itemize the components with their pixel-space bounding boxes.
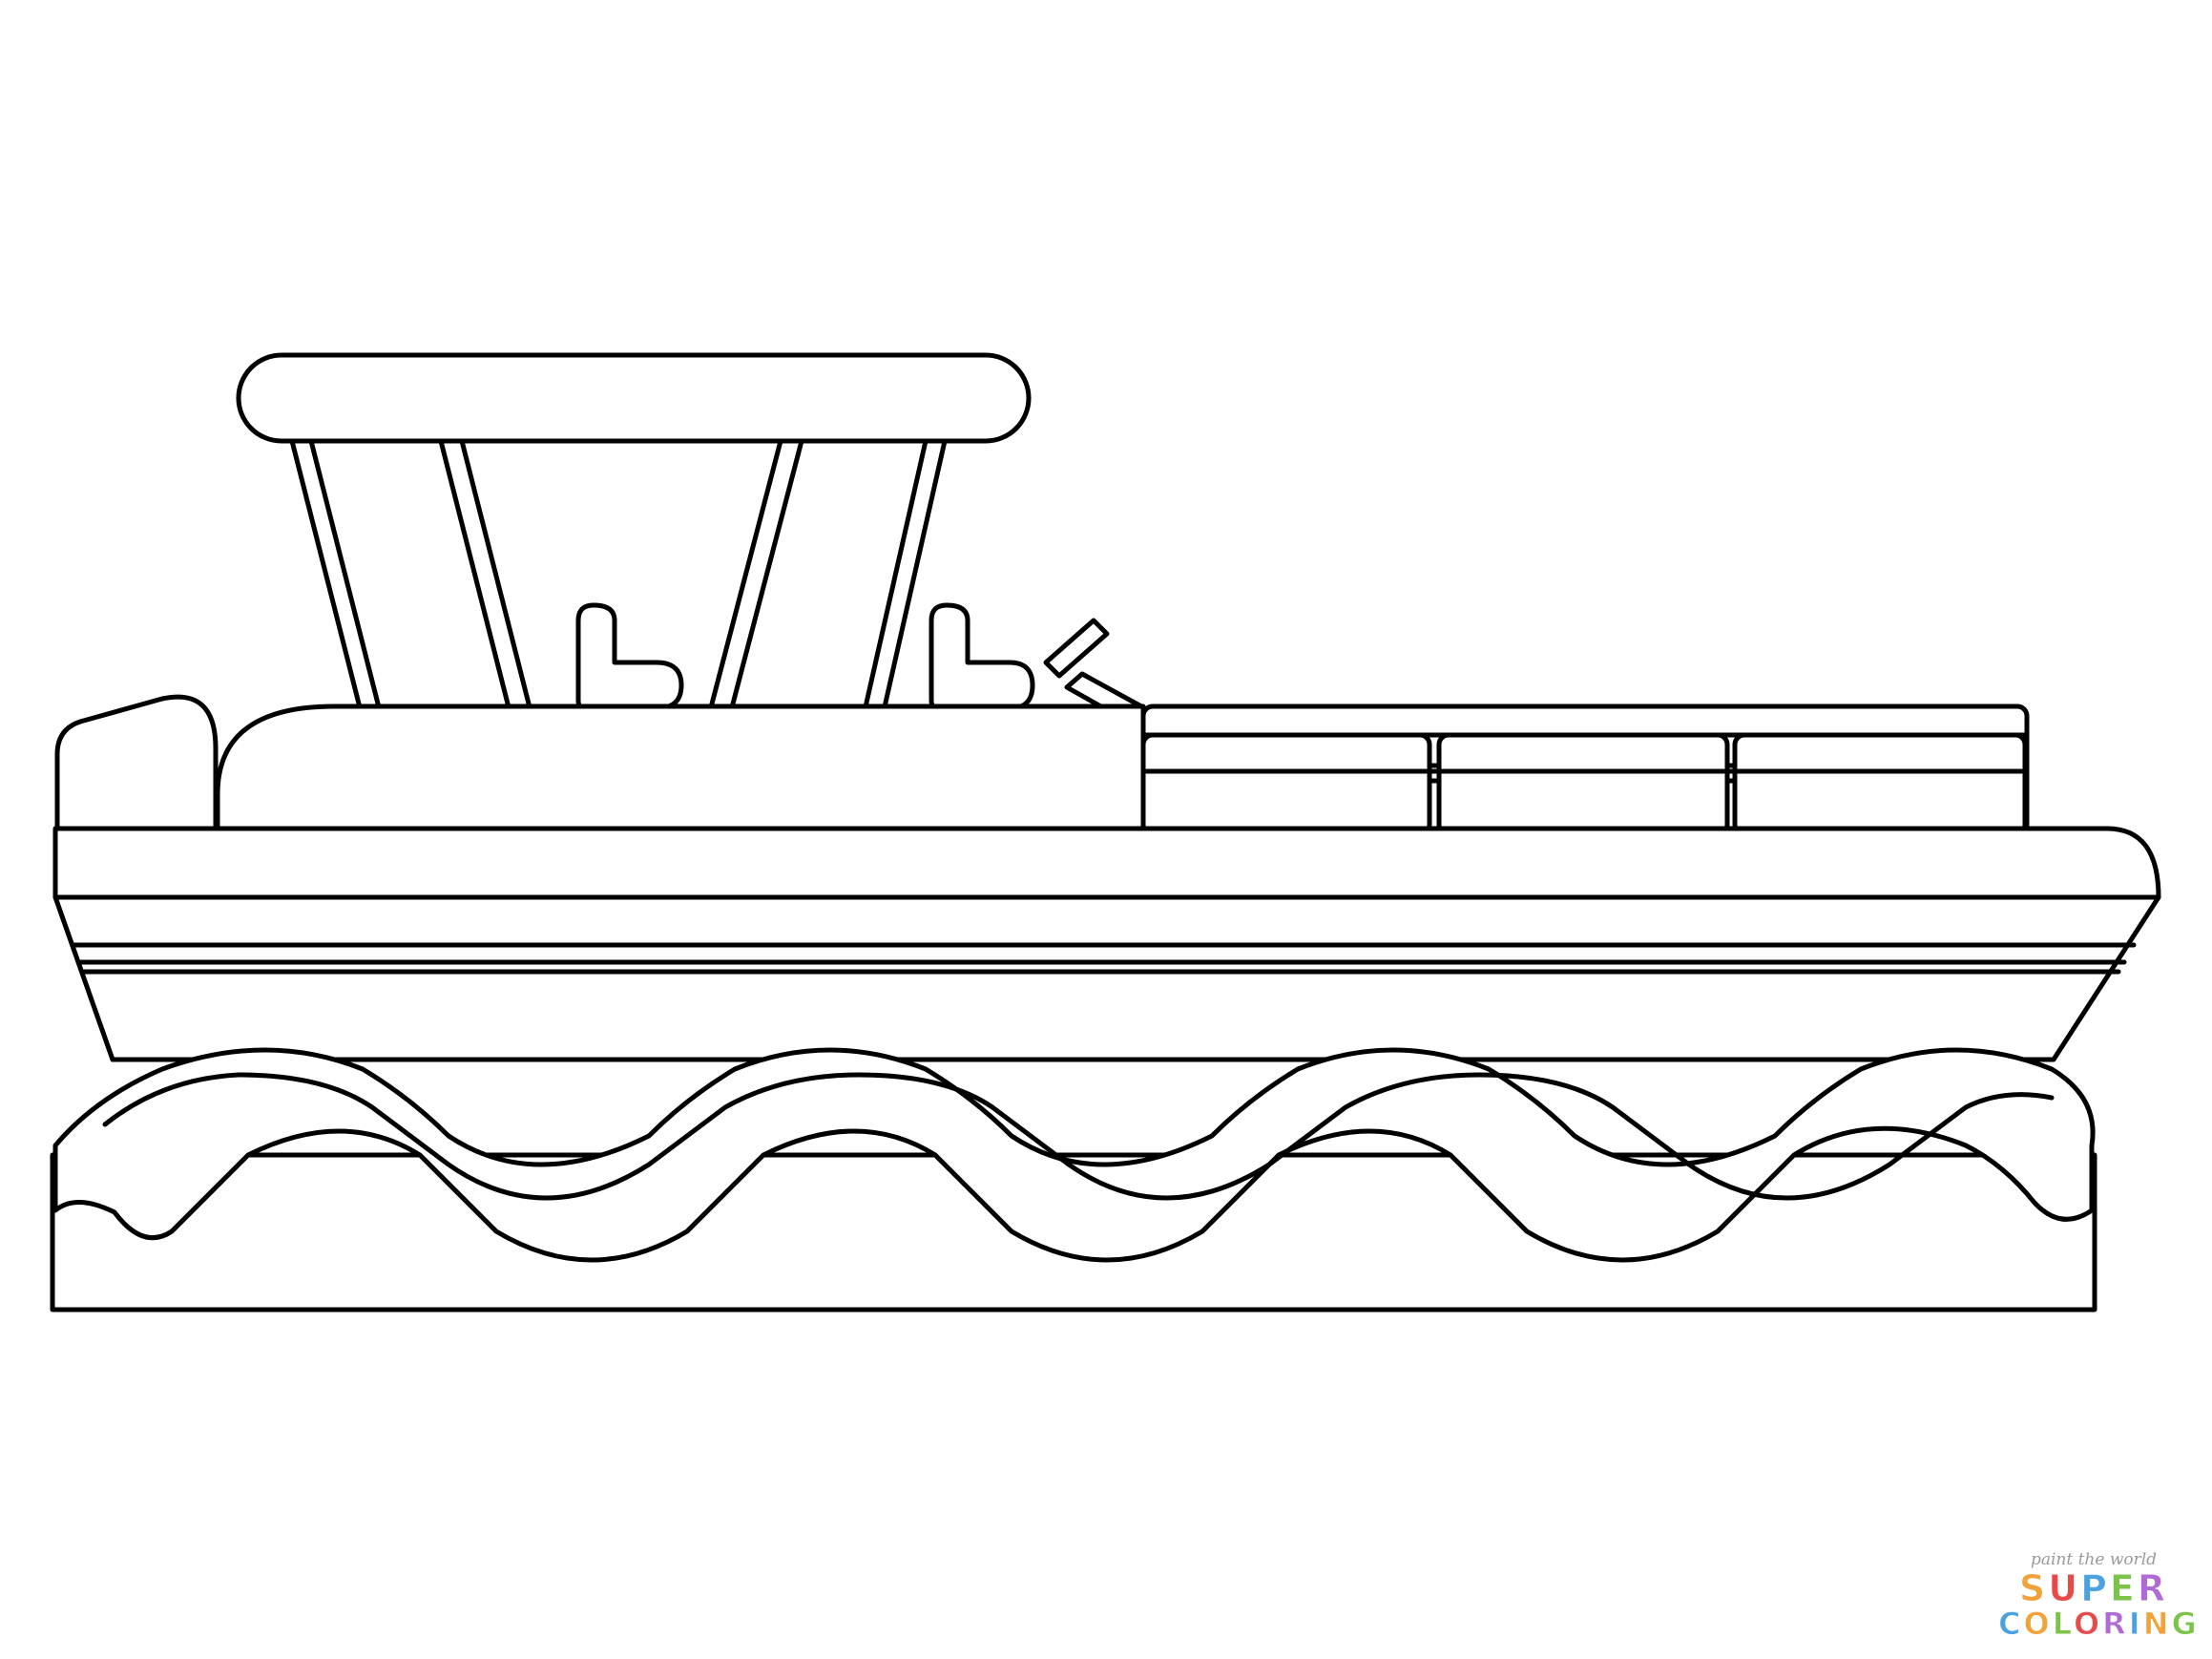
logo-word-coloring: COLORING bbox=[1997, 1606, 2200, 1643]
super-coloring-logo: paint the world SUPER COLORING bbox=[1997, 1550, 2200, 1643]
canopy-roof bbox=[236, 352, 1032, 444]
seat-right bbox=[929, 602, 1035, 711]
deck-railing bbox=[1140, 704, 2030, 837]
logo-tagline: paint the world bbox=[2030, 1550, 2158, 1569]
boat-hull bbox=[52, 826, 2161, 1062]
motor-cowl bbox=[54, 694, 219, 831]
water-waves bbox=[50, 1047, 2097, 1312]
canopy-poles bbox=[289, 438, 948, 714]
console-body bbox=[215, 704, 1146, 833]
logo-word-super: SUPER bbox=[2018, 1567, 2169, 1610]
seat-left bbox=[575, 602, 684, 711]
